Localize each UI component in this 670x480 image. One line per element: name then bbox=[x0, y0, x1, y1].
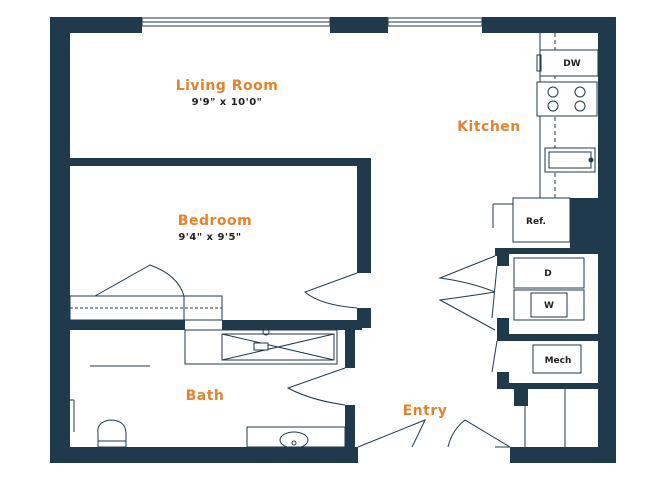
washer-label: W bbox=[544, 301, 554, 311]
wall-laundry-left-upper bbox=[497, 254, 509, 266]
door-laundry bbox=[491, 265, 498, 319]
room-label-entry: Entry bbox=[403, 403, 448, 419]
wall-laundry-mech bbox=[497, 334, 598, 341]
room-label-kitchen: Kitchen bbox=[457, 119, 521, 135]
room-label-bath: Bath bbox=[186, 388, 225, 404]
wall-right bbox=[598, 17, 616, 463]
dishwasher-label: DW bbox=[563, 59, 580, 69]
closet-shelf bbox=[69, 264, 223, 321]
kitchen-counter bbox=[536, 33, 599, 198]
dryer-label: D bbox=[544, 269, 551, 279]
wall-bath-entry-upper bbox=[345, 328, 355, 368]
doors bbox=[286, 255, 566, 448]
door-bedroom bbox=[304, 272, 358, 309]
refrigerator-label: Ref. bbox=[526, 217, 546, 227]
dishwasher bbox=[539, 49, 599, 77]
door-entry bbox=[357, 419, 426, 448]
shower bbox=[184, 329, 338, 365]
wall-mech-left-lower bbox=[497, 372, 509, 386]
wall-bottom-left bbox=[50, 447, 358, 463]
laundry bbox=[513, 257, 585, 321]
room-dim-living: 9'9" x 10'0" bbox=[192, 97, 263, 108]
door-mech bbox=[491, 340, 498, 373]
wall-top-right bbox=[482, 17, 598, 33]
range bbox=[536, 81, 598, 117]
wall-bottom-right bbox=[510, 447, 616, 463]
wall-laundry-top bbox=[495, 248, 598, 254]
door-closet-lower bbox=[438, 291, 496, 331]
mech-unit bbox=[532, 344, 582, 374]
wall-living-bedroom bbox=[70, 158, 360, 166]
wall-bedroom-right-upper bbox=[357, 158, 371, 273]
wall-laundry-left-lower bbox=[497, 318, 509, 338]
vanity bbox=[246, 426, 346, 448]
room-label-bedroom: Bedroom bbox=[178, 213, 252, 229]
wall-ref-right bbox=[570, 198, 598, 248]
door-closet-upper bbox=[438, 255, 496, 293]
toilet bbox=[97, 419, 127, 448]
dryer bbox=[513, 257, 585, 289]
room-label-living: Living Room bbox=[176, 78, 279, 94]
wall-bath-entry-lower bbox=[345, 405, 355, 463]
mech-label: Mech bbox=[545, 356, 572, 366]
wall-mech-bottom bbox=[497, 383, 598, 389]
room-dim-bedroom: 9'4" x 9'5" bbox=[178, 232, 241, 243]
interior-walls bbox=[70, 158, 598, 463]
door-bath bbox=[286, 367, 346, 406]
wall-closet-stub bbox=[514, 386, 528, 406]
wall-bedroom-bath-right bbox=[222, 320, 362, 330]
bath-fixtures bbox=[70, 328, 346, 449]
wall-top-middle bbox=[330, 17, 388, 33]
windows bbox=[141, 17, 483, 27]
exterior-walls bbox=[50, 17, 616, 463]
wall-top-left bbox=[50, 17, 142, 33]
wall-bedroom-bath-left bbox=[70, 320, 185, 330]
refrigerator bbox=[492, 197, 571, 243]
wall-left bbox=[50, 17, 70, 463]
